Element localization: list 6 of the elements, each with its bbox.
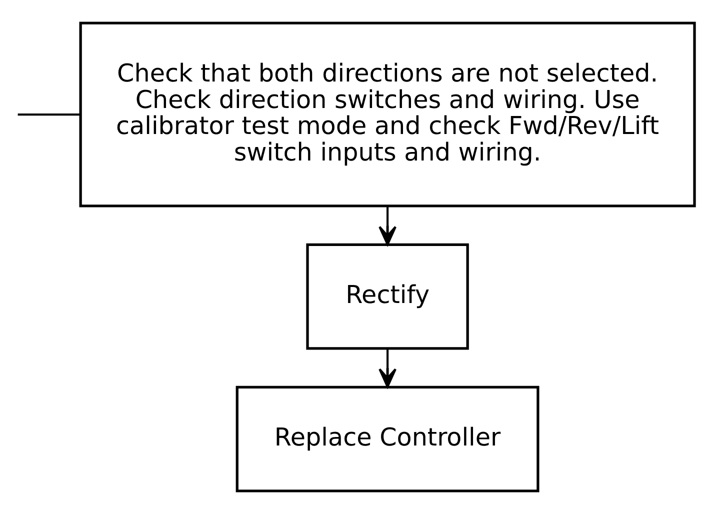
node-box: Rectify: [306, 243, 469, 350]
arrow: [378, 348, 397, 388]
node-box: Check that both directions are not selected. Check direction switches and wiring. Use calibrator test mode and check Fwd/Rev/Lift switch inputs and wiring.: [79, 22, 696, 208]
node-box: Replace Controller: [236, 386, 540, 492]
arrow: [378, 206, 397, 246]
connector: [18, 113, 80, 116]
